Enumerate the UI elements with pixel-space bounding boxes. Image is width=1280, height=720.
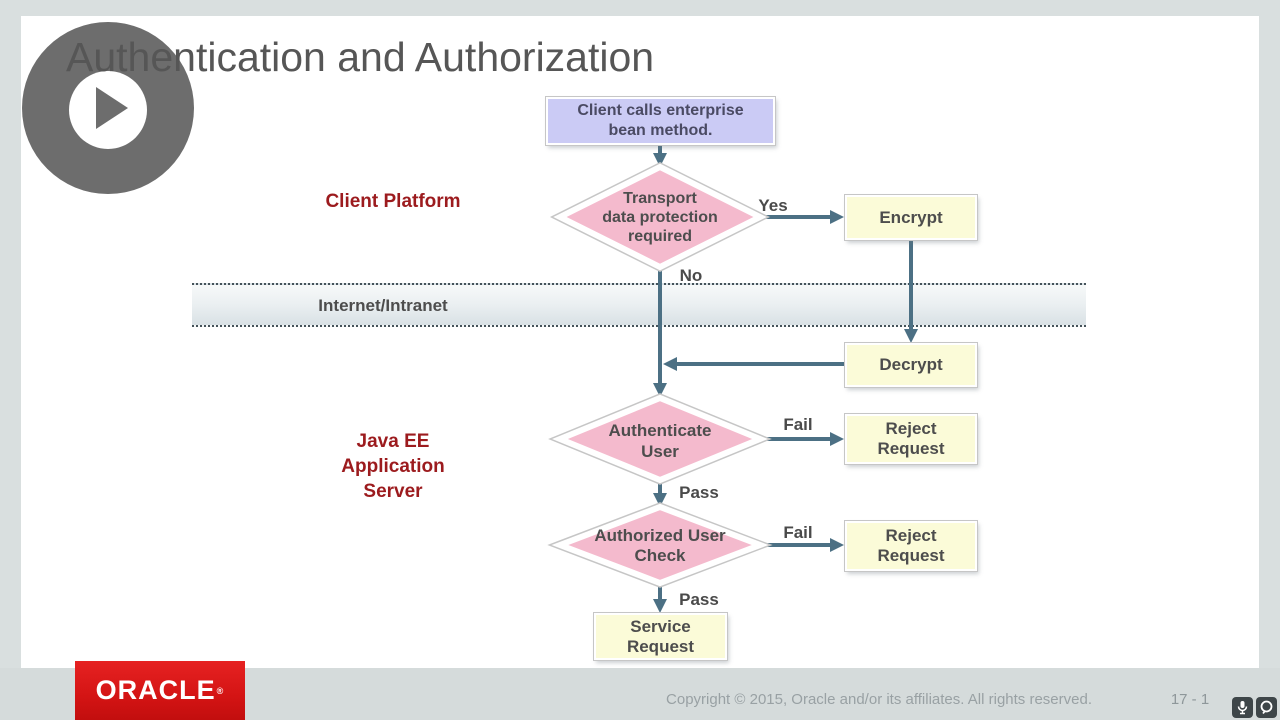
webcam-icon (1260, 700, 1273, 715)
client-call-box: Client calls enterprise bean method. (545, 96, 776, 146)
transport-line-3: required (627, 228, 692, 245)
arrowhead-down-5 (653, 599, 667, 613)
arrowhead-right-2 (830, 432, 844, 446)
authenticate-line-2: User (641, 442, 679, 461)
reject1-line-2: Request (877, 439, 945, 458)
reject-request-box-1: Reject Request (844, 413, 978, 465)
copyright-text: Copyright © 2015, Oracle and/or its affi… (666, 691, 1092, 708)
oracle-logo-text: ORACLE (95, 675, 216, 705)
decrypt-box: Decrypt (844, 342, 978, 388)
edge-label-yes: Yes (758, 196, 788, 215)
page-number: 17 - 1 (1170, 691, 1210, 708)
reject-request-box-2: Reject Request (844, 520, 978, 572)
microphone-icon (1237, 701, 1248, 715)
reject2-line-2: Request (877, 546, 945, 565)
javaee-line-1: Java EE (356, 431, 430, 452)
edge-label-no: No (679, 266, 703, 285)
webcam-button[interactable] (1256, 697, 1277, 718)
arrowhead-down-3 (653, 383, 667, 397)
javaee-line-3: Server (363, 481, 423, 502)
transport-diamond (553, 163, 767, 271)
arrowhead-down-4 (653, 493, 667, 507)
arrowhead-left-1 (663, 357, 677, 371)
javaee-server-label: Java EE Application Server (280, 429, 506, 504)
arrowhead-right-1 (830, 210, 844, 224)
authenticate-line-1: Authenticate (608, 421, 712, 440)
internet-intranet-band (192, 283, 1086, 327)
edge-label-pass-1: Pass (679, 483, 719, 502)
authorized-line-2: Check (634, 546, 686, 565)
encrypt-label: Encrypt (879, 207, 943, 227)
encrypt-box: Encrypt (844, 194, 978, 241)
reject2-line-1: Reject (885, 526, 937, 545)
authenticate-diamond-label: Authenticate User (560, 420, 760, 462)
arrowheads (653, 153, 918, 613)
arrowhead-down-2 (904, 329, 918, 343)
service-line-2: Request (626, 636, 695, 656)
authorized-diamond-label: Authorized User Check (560, 526, 760, 566)
javaee-line-2: Application (341, 456, 445, 477)
arrowhead-right-3 (830, 538, 844, 552)
service-request-box: Service Request (593, 612, 728, 661)
decision-diamonds (547, 161, 773, 588)
page-title: Authentication and Authorization (66, 34, 655, 80)
arrowhead-down-1 (653, 153, 667, 167)
microphone-button[interactable] (1232, 697, 1253, 718)
service-line-1: Service (630, 616, 691, 636)
oracle-logo-mark: ® (216, 685, 225, 696)
edge-label-pass-2: Pass (679, 590, 719, 609)
edge-label-fail-1: Fail (783, 415, 813, 434)
internet-intranet-label: Internet/Intranet (318, 296, 448, 315)
edge-label-fail-2: Fail (783, 523, 813, 542)
client-call-line-1: Client calls enterprise (577, 102, 744, 119)
authorized-line-1: Authorized User (594, 526, 726, 545)
client-platform-label: Client Platform (325, 191, 461, 212)
authorized-diamond (551, 503, 769, 587)
decrypt-label: Decrypt (879, 355, 943, 374)
reject1-line-1: Reject (885, 419, 937, 438)
transport-line-2: data protection (602, 209, 718, 226)
transport-line-1: Transport (623, 190, 697, 207)
oracle-logo: ORACLE® (75, 661, 245, 720)
play-button[interactable] (22, 22, 194, 194)
play-icon (96, 87, 128, 129)
client-call-line-2: bean method. (608, 122, 713, 139)
transport-diamond-label: Transport data protection required (560, 189, 760, 246)
authenticate-diamond (552, 394, 768, 484)
